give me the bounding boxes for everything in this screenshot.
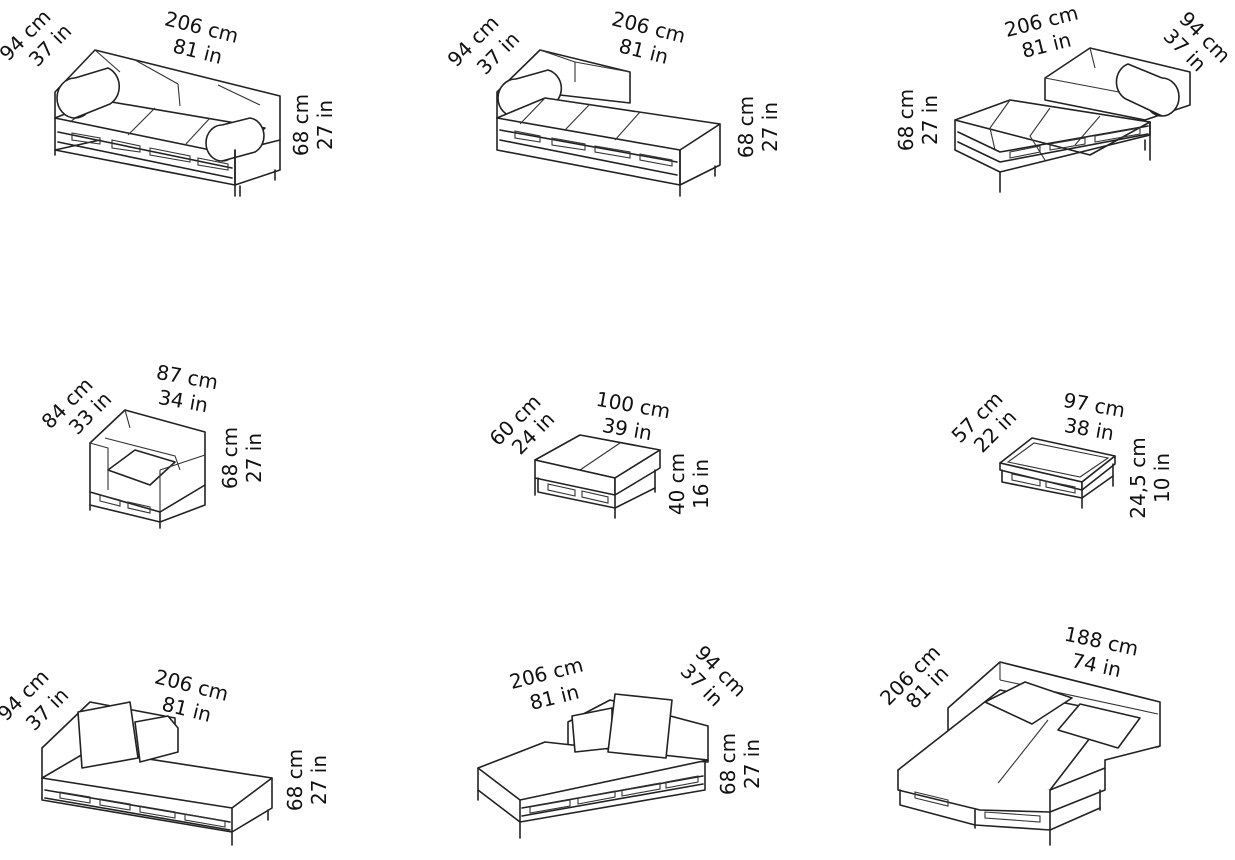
daybed-right-height-cm: 68 cm [716,733,740,795]
daybed-left-height-in: 27 in [307,755,331,805]
armchair-drawing [89,409,206,529]
chaise-right-height-cm: 68 cm [894,89,918,151]
chaise-left-height-cm: 68 cm [734,96,758,158]
chaise-sofa-left-drawing [496,49,721,197]
ottoman-height-in: 16 in [689,459,713,509]
ottoman-drawing [534,434,661,519]
chaise-left-height-in: 27 in [758,102,782,152]
daybed-right-height-in: 27 in [740,739,764,789]
sofa-height-cm: 68 cm [289,94,313,156]
coffee-table-height-cm: 24,5 cm [1126,437,1150,518]
chaise-sofa-right-drawing [954,47,1191,193]
armchair-height-in: 27 in [242,433,266,483]
coffee-table-height-in: 10 in [1150,453,1174,503]
coffee-table-drawing [999,437,1116,509]
daybed-right-drawing [477,693,709,839]
double-daybed-drawing [897,661,1161,846]
ottoman-height-cm: 40 cm [665,453,689,515]
daybed-left-drawing [41,701,273,846]
sofa-height-in: 27 in [313,100,337,150]
armchair-height-cm: 68 cm [218,427,242,489]
chaise-right-height-in: 27 in [918,95,942,145]
sofa-drawing [54,49,281,197]
daybed-left-height-cm: 68 cm [283,749,307,811]
